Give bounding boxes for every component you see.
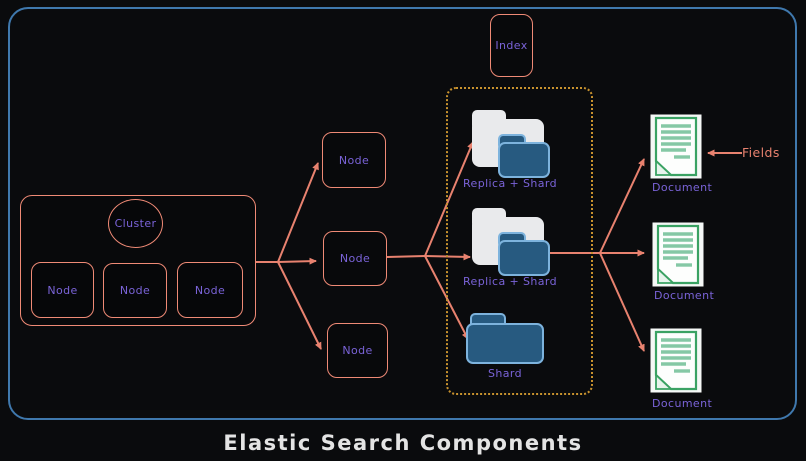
mid-node-2: Node	[323, 231, 387, 286]
replica-shard-1-label: Replica + Shard	[462, 177, 558, 190]
cluster-circle: Cluster	[108, 199, 163, 248]
folder-blue-icon	[498, 134, 552, 178]
cluster-node-2: Node	[103, 263, 167, 318]
replica-shard-2-label: Replica + Shard	[462, 275, 558, 288]
mid-node-1-label: Node	[338, 153, 370, 167]
cluster-to-nodes-arrows	[256, 162, 322, 350]
replica-shard-group-2: Replica + Shard	[463, 208, 557, 288]
document-icon	[650, 114, 702, 179]
shard-group-box	[446, 87, 593, 395]
document-2-label: Document	[654, 289, 715, 302]
canvas-frame	[8, 7, 797, 420]
shard-label: Shard	[488, 367, 523, 380]
cluster-label: Cluster	[114, 217, 157, 230]
mid-node-2-label: Node	[339, 252, 371, 265]
cluster-node-3: Node	[177, 262, 243, 318]
mid-node-1: Node	[322, 132, 386, 188]
folder-blue-icon	[498, 232, 552, 276]
page-title: Elastic Search Components	[223, 431, 583, 455]
replica-shard-group-1: Replica + Shard	[463, 110, 557, 190]
index-node: Index	[490, 14, 533, 77]
document-1-label: Document	[652, 181, 713, 194]
document-icon	[650, 328, 702, 393]
shard-folder-icon	[466, 313, 546, 365]
mid-node-3: Node	[327, 323, 388, 378]
mid-node-3-label: Node	[342, 344, 373, 357]
cluster-node-1: Node	[31, 262, 94, 318]
cluster-node-1-label: Node	[47, 283, 78, 297]
cluster-node-2-label: Node	[119, 284, 151, 297]
document-icon	[652, 222, 704, 287]
document-3-label: Document	[652, 397, 713, 410]
fields-label: Fields	[742, 145, 780, 160]
shard-group: Shard	[466, 313, 546, 380]
index-label: Index	[495, 39, 528, 52]
cluster-node-3-label: Node	[194, 283, 226, 297]
